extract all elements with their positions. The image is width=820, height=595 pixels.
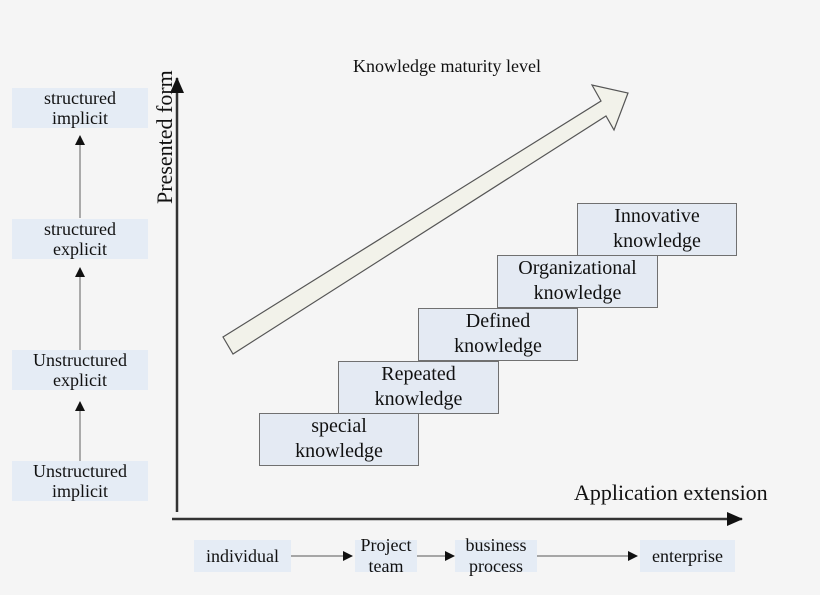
scope-business-process: business process <box>455 535 537 576</box>
step-organizational-knowledge: Organizational knowledge <box>497 255 658 308</box>
step-repeated-knowledge: Repeated knowledge <box>338 361 499 414</box>
maturity-arrow <box>222 84 629 355</box>
step-defined-knowledge: Defined knowledge <box>418 308 578 361</box>
form-structured-implicit: structured implicit <box>12 88 148 128</box>
scope-enterprise: enterprise <box>640 540 735 572</box>
y-axis-label: Presented form <box>152 70 177 204</box>
form-structured-explicit: structured explicit <box>12 219 148 259</box>
form-unstructured-implicit: Unstructured implicit <box>12 461 148 501</box>
step-special-knowledge: special knowledge <box>259 413 419 466</box>
form-unstructured-explicit: Unstructured explicit <box>12 350 148 390</box>
scope-project-team: Project team <box>355 535 417 576</box>
x-axis-label: Application extension <box>574 480 768 505</box>
scope-individual: individual <box>194 540 291 572</box>
maturity-title: Knowledge maturity level <box>353 56 541 76</box>
step-innovative-knowledge: Innovative knowledge <box>577 203 737 256</box>
